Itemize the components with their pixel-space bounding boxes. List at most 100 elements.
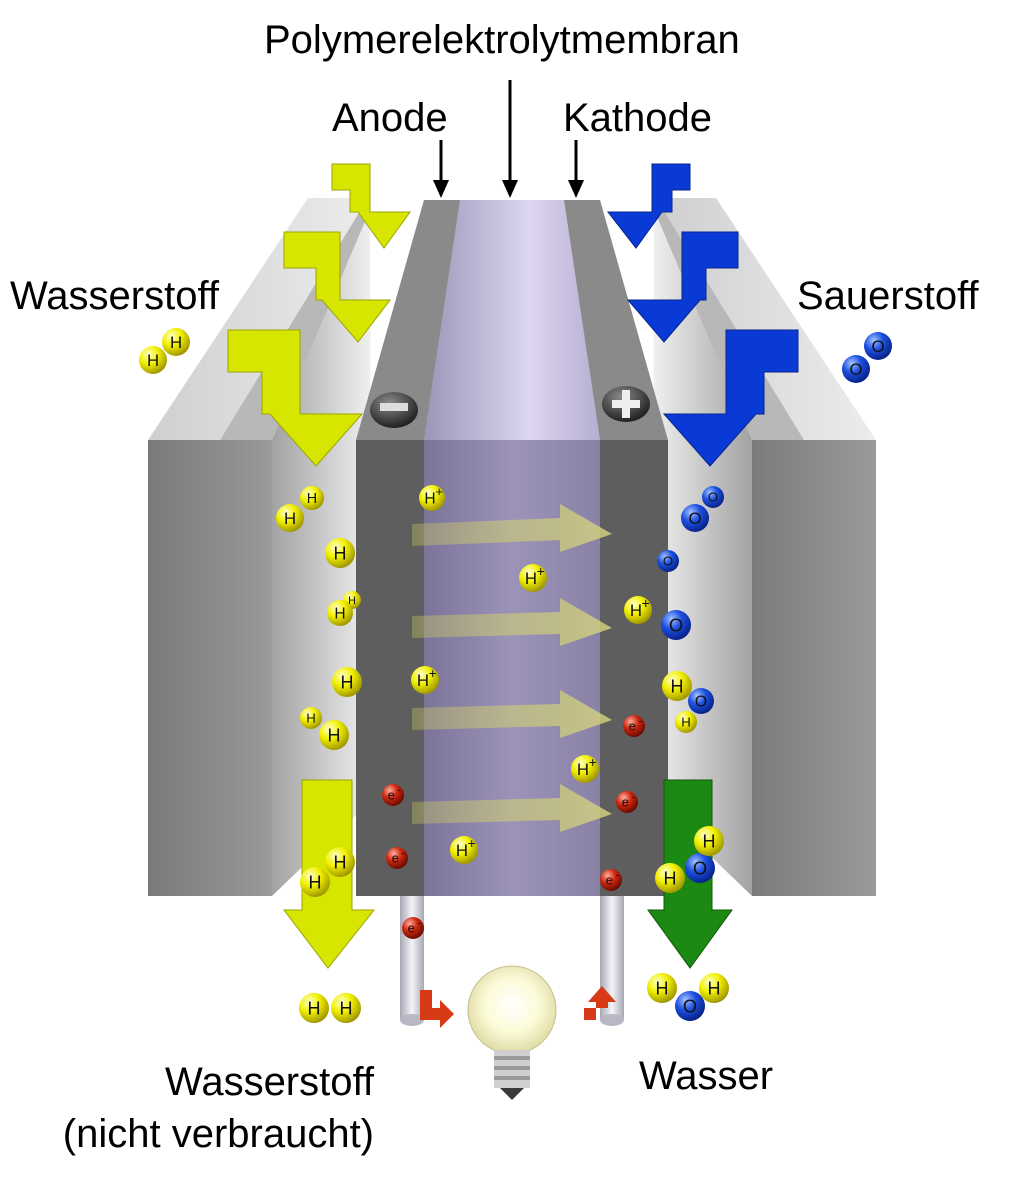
hydrogen-atom-symbol: H xyxy=(334,605,345,622)
electron-symbol: e xyxy=(388,788,395,803)
hydrogen-atom-symbol: H xyxy=(308,998,321,1018)
oxygen-atom-symbol: O xyxy=(663,554,673,569)
electron-charge: - xyxy=(417,917,421,929)
membrane-top xyxy=(424,200,600,440)
hydrogen-atom xyxy=(332,667,362,697)
electron-symbol: e xyxy=(622,795,629,810)
oxygen-atom-symbol: O xyxy=(849,360,862,379)
oxygen-atom-symbol: O xyxy=(708,490,718,505)
oxygen-inlet-arrows xyxy=(606,163,799,467)
proton-symbol: H xyxy=(456,841,468,860)
oxygen-atom-symbol: O xyxy=(871,337,884,356)
hydrogen-atom-symbol: H xyxy=(681,715,691,730)
proton-symbol: H xyxy=(577,760,589,779)
hydrogen-atom-symbol: H xyxy=(309,872,322,892)
light-bulb-icon xyxy=(467,965,557,1100)
hydrogen-atom-symbol: H xyxy=(340,998,353,1018)
hydrogen-atom-symbol: H xyxy=(656,978,669,998)
hydrogen-atom-symbol: H xyxy=(170,333,182,352)
hydrogen-atom xyxy=(325,538,355,568)
proton xyxy=(450,836,478,864)
hydrogen-atom xyxy=(300,867,330,897)
hydrogen-atom xyxy=(647,973,677,1003)
proton-flow-arrows xyxy=(412,504,612,832)
proton-arrow xyxy=(412,504,612,552)
hydrogen-atom-symbol: H xyxy=(348,595,356,607)
molecules: HHOOHHHHHHHHH+H+H+H+H+H+e-e-e-e-e-e-OOOO… xyxy=(139,328,892,1023)
proton-symbol: H xyxy=(630,601,642,620)
proton-charge: + xyxy=(435,484,443,499)
hydrogen-atom xyxy=(327,600,353,626)
positive-terminal xyxy=(602,386,650,422)
hydrogen-atom-symbol: H xyxy=(334,543,347,563)
oxygen-atom xyxy=(688,688,714,714)
hydrogen-atom-symbol: H xyxy=(334,852,347,872)
proton-symbol: H xyxy=(417,671,429,690)
oxygen-atom xyxy=(864,332,892,360)
proton-charge: + xyxy=(537,563,545,579)
proton xyxy=(519,564,547,592)
electron-flow-arrow-left xyxy=(420,990,454,1028)
proton-charge: + xyxy=(468,835,476,851)
hydrogen-atom xyxy=(300,707,322,729)
electron-symbol: e xyxy=(408,921,415,936)
cathode-label: Kathode xyxy=(563,96,713,140)
proton-charge: + xyxy=(589,754,597,770)
negative-terminal xyxy=(370,392,418,428)
hydrogen-inlet-arrows xyxy=(227,163,411,467)
hydrogen-atom xyxy=(662,671,692,701)
hydrogen-atom-symbol: H xyxy=(341,672,354,692)
oxygen-atom xyxy=(842,355,870,383)
oxygen-atom xyxy=(702,486,724,508)
oxygen-atom-symbol: O xyxy=(693,858,707,878)
electron xyxy=(386,847,408,869)
oxygen-atom-symbol: O xyxy=(688,509,701,528)
proton-arrow xyxy=(412,598,612,646)
proton xyxy=(419,485,445,511)
electron xyxy=(600,869,622,891)
hydrogen-atom xyxy=(694,826,724,856)
hydrogen-atom xyxy=(300,486,324,510)
hydrogen-output-label: Wasserstoff (nicht verbraucht) xyxy=(44,1056,374,1160)
hydrogen-atom-symbol: H xyxy=(664,868,677,888)
hydrogen-atom-symbol: H xyxy=(306,711,316,726)
hydrogen-atom xyxy=(675,711,697,733)
hydrogen-output-label-line2: (nicht verbraucht) xyxy=(62,1112,374,1156)
hydrogen-atom xyxy=(331,993,361,1023)
electron-charge: - xyxy=(397,784,401,796)
proton xyxy=(624,596,652,624)
h2-inlet-arrow xyxy=(283,231,392,343)
oxygen-atom xyxy=(661,610,691,640)
oxygen-atom-symbol: O xyxy=(683,996,697,1016)
electron xyxy=(623,715,645,737)
hydrogen-atom xyxy=(276,504,304,532)
hydrogen-atom xyxy=(655,863,685,893)
membrane-label: Polymerelektrolytmembran xyxy=(264,18,740,62)
anode-label: Anode xyxy=(332,96,448,140)
oxygen-input-label: Sauerstoff xyxy=(797,274,979,318)
proton xyxy=(571,755,599,783)
hydrogen-atom xyxy=(299,993,329,1023)
hydrogen-atom-symbol: H xyxy=(307,491,317,507)
electron-symbol: e xyxy=(392,851,399,866)
proton-symbol: H xyxy=(525,569,537,588)
hydrogen-atom-symbol: H xyxy=(147,351,159,370)
hydrogen-atom-symbol: H xyxy=(703,831,716,851)
hydrogen-atom xyxy=(325,847,355,877)
hydrogen-atom-symbol: H xyxy=(284,509,296,528)
o2-inlet-arrow xyxy=(606,163,691,249)
cell-housing xyxy=(148,198,876,896)
h2-inlet-arrow xyxy=(331,163,411,249)
o2-inlet-arrow xyxy=(626,231,739,343)
proton-charge: + xyxy=(642,595,650,611)
water-output-label: Wasser xyxy=(639,1054,774,1098)
electron xyxy=(382,784,404,806)
hydrogen-outlet-arrow xyxy=(282,779,376,969)
electron-symbol: e xyxy=(606,873,613,888)
electron xyxy=(616,791,638,813)
hydrogen-atom xyxy=(139,346,167,374)
hydrogen-atom xyxy=(319,720,349,750)
proton-arrow xyxy=(412,784,612,832)
hydrogen-atom-symbol: H xyxy=(328,725,341,745)
